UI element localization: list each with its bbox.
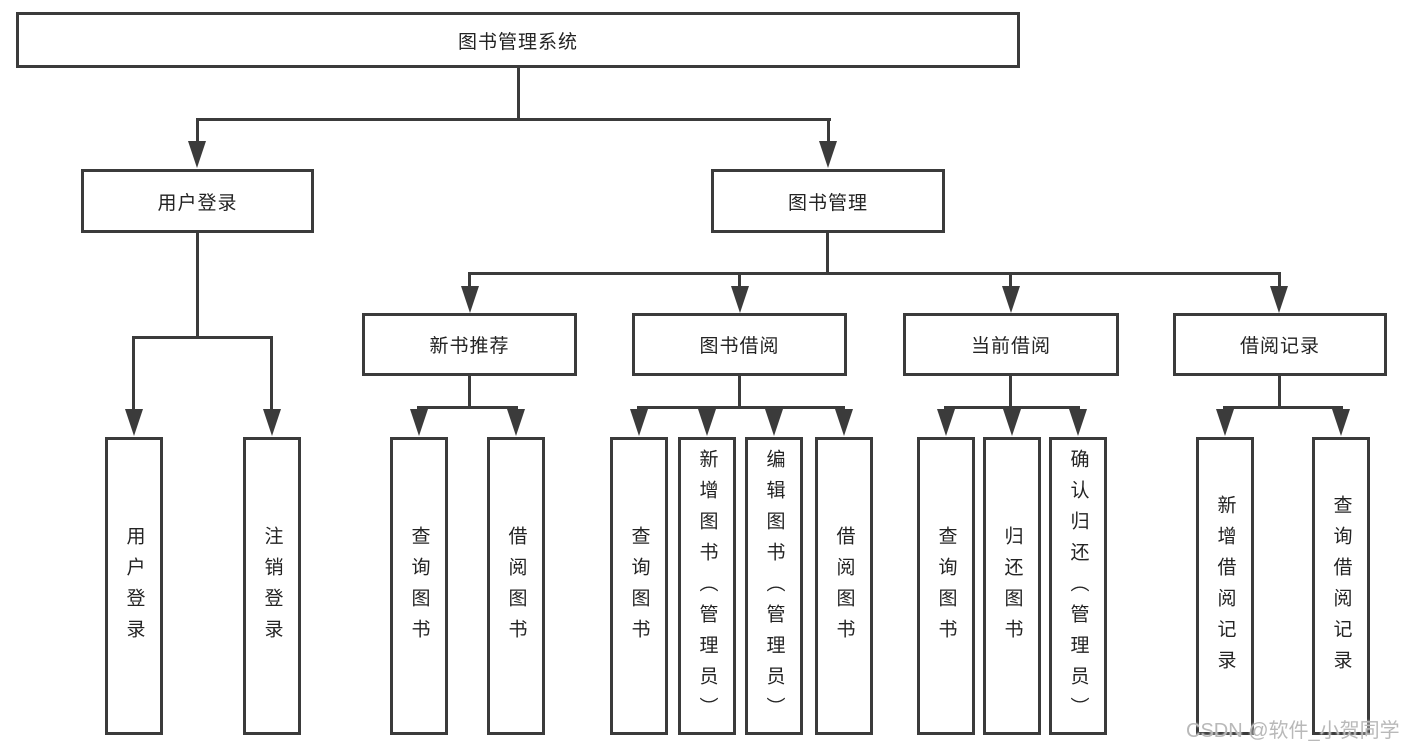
- arrow-down-icon: [1332, 409, 1350, 436]
- edge-bookmgmt-drop-1: [468, 272, 471, 288]
- edge-root-hbar: [196, 118, 831, 121]
- leaf-add-book-admin: 新增图书（管理员）: [678, 437, 736, 735]
- edge-currentborrow-hbar: [944, 406, 1080, 409]
- leaf-add-borrow-record: 新增借阅记录: [1196, 437, 1254, 735]
- node-current-borrowing: 当前借阅: [903, 313, 1119, 376]
- arrow-down-icon: [835, 409, 853, 436]
- edge-bookmgmt-hbar: [468, 272, 1281, 275]
- leaf-edit-book-admin: 编辑图书（管理员）: [745, 437, 803, 735]
- node-root-library-management-system: 图书管理系统: [16, 12, 1020, 68]
- arrow-down-icon: [410, 409, 428, 436]
- arrow-down-icon: [1270, 286, 1288, 313]
- leaf-user-login: 用户登录: [105, 437, 163, 735]
- edge-bookborrow-trunk: [738, 376, 741, 409]
- leaf-borrow-books-borrowing: 借阅图书: [815, 437, 873, 735]
- leaf-query-books-recommendation: 查询图书: [390, 437, 448, 735]
- leaf-query-borrow-record: 查询借阅记录: [1312, 437, 1370, 735]
- leaf-logout: 注销登录: [243, 437, 301, 735]
- edge-root-trunk: [517, 66, 520, 120]
- edge-currentborrow-trunk: [1009, 376, 1012, 409]
- edge-bookborrow-hbar: [637, 406, 845, 409]
- arrow-down-icon: [630, 409, 648, 436]
- arrow-down-icon: [1216, 409, 1234, 436]
- arrow-down-icon: [263, 409, 281, 436]
- edge-userlogin-drop-1: [132, 336, 135, 410]
- leaf-borrow-books-recommendation: 借阅图书: [487, 437, 545, 735]
- node-user-login: 用户登录: [81, 169, 314, 233]
- arrow-down-icon: [188, 141, 206, 168]
- leaf-return-book: 归还图书: [983, 437, 1041, 735]
- edge-newbook-hbar: [417, 406, 518, 409]
- edge-root-drop-right: [827, 118, 830, 144]
- arrow-down-icon: [819, 141, 837, 168]
- arrow-down-icon: [937, 409, 955, 436]
- edge-userlogin-drop-2: [270, 336, 273, 410]
- arrow-down-icon: [765, 409, 783, 436]
- edge-bookmgmt-drop-2: [738, 272, 741, 288]
- edge-bookmgmt-drop-3: [1009, 272, 1012, 288]
- edge-bookmgmt-trunk: [826, 233, 829, 275]
- edge-borrowrecords-trunk: [1278, 376, 1281, 409]
- edge-newbook-trunk: [468, 376, 471, 409]
- leaf-confirm-return-admin: 确认归还（管理员）: [1049, 437, 1107, 735]
- arrow-down-icon: [731, 286, 749, 313]
- edge-root-drop-left: [196, 118, 199, 144]
- node-book-borrowing: 图书借阅: [632, 313, 847, 376]
- edge-userlogin-trunk: [196, 233, 199, 339]
- edge-userlogin-hbar: [132, 336, 273, 339]
- node-new-book-recommendation: 新书推荐: [362, 313, 577, 376]
- edge-borrowrecords-hbar: [1223, 406, 1343, 409]
- arrow-down-icon: [1002, 286, 1020, 313]
- arrow-down-icon: [698, 409, 716, 436]
- arrow-down-icon: [1069, 409, 1087, 436]
- arrow-down-icon: [1003, 409, 1021, 436]
- edge-bookmgmt-drop-4: [1278, 272, 1281, 288]
- arrow-down-icon: [461, 286, 479, 313]
- node-borrowing-records: 借阅记录: [1173, 313, 1387, 376]
- csdn-watermark: CSDN @软件_小贺同学: [1186, 720, 1400, 742]
- node-book-management: 图书管理: [711, 169, 945, 233]
- leaf-query-books-borrowing: 查询图书: [610, 437, 668, 735]
- arrow-down-icon: [507, 409, 525, 436]
- arrow-down-icon: [125, 409, 143, 436]
- leaf-query-books-current: 查询图书: [917, 437, 975, 735]
